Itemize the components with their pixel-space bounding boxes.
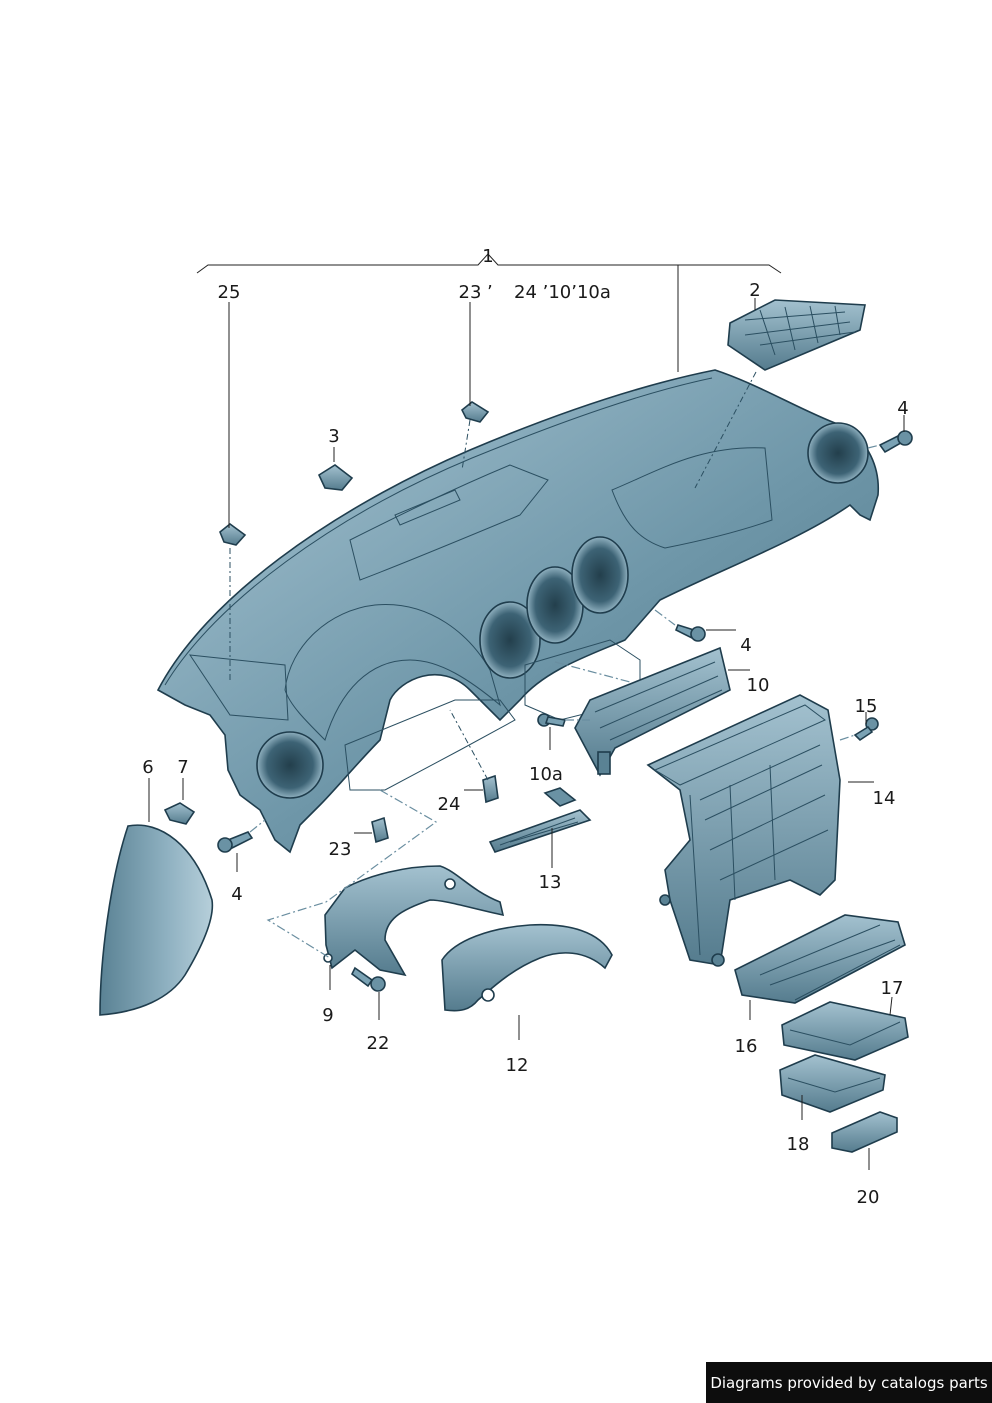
switch-unit-20 xyxy=(831,1111,898,1153)
callout-23-tick: ’ xyxy=(487,282,493,303)
callout-23-top: 23 xyxy=(459,282,482,303)
clip-part-7 xyxy=(163,802,196,825)
dashboard-panel xyxy=(156,369,880,854)
callout-4-left: 4 xyxy=(231,884,242,905)
callout-23-lower: 23 xyxy=(329,839,352,860)
clip-part-25 xyxy=(219,522,247,680)
center-frame-14 xyxy=(646,694,841,967)
screw-4-left xyxy=(217,831,254,853)
assembly-guides xyxy=(249,444,881,959)
callout-10: 10 xyxy=(747,675,770,696)
callout-4-mid: 4 xyxy=(740,635,751,656)
callout-3: 3 xyxy=(328,426,339,447)
credit-banner: Diagrams provided by catalogs parts xyxy=(706,1362,992,1403)
clip-part-23-lower xyxy=(371,816,389,844)
screw-15 xyxy=(853,717,879,742)
callout-7: 7 xyxy=(177,757,188,778)
radio-unit-16 xyxy=(734,914,906,1004)
callout-4-right: 4 xyxy=(897,398,908,419)
callout-20: 20 xyxy=(857,1187,880,1208)
clip-part-3 xyxy=(317,464,354,491)
callout-15: 15 xyxy=(855,696,878,717)
control-unit-17 xyxy=(781,1001,909,1061)
steering-column-cover-12 xyxy=(441,923,613,1012)
callout-10a: 10a xyxy=(529,764,563,785)
callout-13: 13 xyxy=(539,872,562,893)
callout-6: 6 xyxy=(142,757,153,778)
screw-4-mid xyxy=(674,624,706,642)
steering-trim-9 xyxy=(323,865,505,977)
assembly-bracket xyxy=(196,253,782,372)
callout-1: 1 xyxy=(482,246,493,267)
trim-strip-13 xyxy=(488,787,592,853)
side-cover-6 xyxy=(99,824,214,1016)
screw-22 xyxy=(350,966,386,992)
leader-lines xyxy=(148,298,905,1170)
callout-group-top: 24 ’10’10a xyxy=(514,282,611,303)
callout-14: 14 xyxy=(873,788,896,809)
screw-10a xyxy=(537,713,567,727)
callout-22: 22 xyxy=(367,1033,390,1054)
screw-4-right xyxy=(878,430,913,454)
callout-24: 24 xyxy=(438,794,461,815)
callout-12: 12 xyxy=(506,1055,529,1076)
control-unit-18 xyxy=(779,1054,886,1113)
airbag-module xyxy=(694,299,866,489)
callout-labels: 1 25 23 ’ 24 ’10’10a 2 3 4 4 10 15 10a 1… xyxy=(142,246,908,1208)
callout-2: 2 xyxy=(749,280,760,301)
callout-18: 18 xyxy=(787,1134,810,1155)
callout-17: 17 xyxy=(881,978,904,999)
callout-9: 9 xyxy=(322,1005,333,1026)
credit-text: Diagrams provided by catalogs parts xyxy=(710,1373,988,1392)
bracket-10 xyxy=(574,646,731,777)
clip-part-24 xyxy=(449,709,499,804)
callout-25: 25 xyxy=(218,282,241,303)
callout-16: 16 xyxy=(735,1036,758,1057)
